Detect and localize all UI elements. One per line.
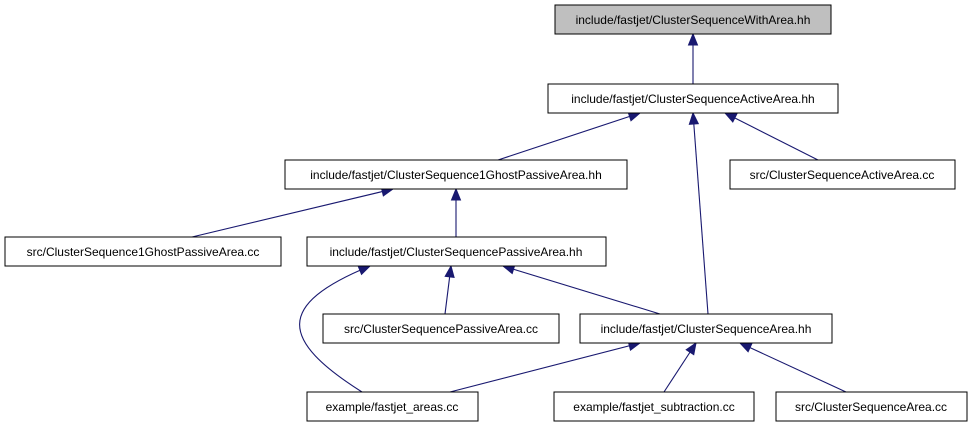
arrowhead-passive-cc-to-passive-hh — [444, 264, 455, 279]
node-label-fastjet-areas: example/fastjet_areas.cc — [326, 400, 459, 414]
edge-fastjet-areas-to-area-hh — [449, 342, 641, 393]
arrowhead-fastjet-areas-to-passive-hh — [357, 265, 372, 276]
edges-layer — [191, 32, 847, 393]
node-label-fastjet-subtraction: example/fastjet_subtraction.cc — [573, 400, 734, 414]
node-label-passive-cc: src/ClusterSequencePassiveArea.cc — [344, 322, 538, 336]
arrowhead-fastjet-subtraction-to-area-hh — [685, 341, 697, 356]
node-label-passive-hh: include/fastjet/ClusterSequencePassiveAr… — [330, 245, 583, 259]
node-label-with-area: include/fastjet/ClusterSequenceWithArea.… — [576, 13, 811, 27]
node-passive-cc[interactable]: src/ClusterSequencePassiveArea.cc — [322, 313, 560, 344]
node-ghost-passive-hh[interactable]: include/fastjet/ClusterSequence1GhostPas… — [284, 159, 628, 190]
node-label-active-area-cc: src/ClusterSequenceActiveArea.cc — [750, 168, 935, 182]
edge-ghost-passive-cc-to-ghost-passive-hh — [191, 188, 394, 238]
arrowhead-active-area-hh-to-with-area — [687, 32, 699, 46]
node-label-ghost-passive-hh: include/fastjet/ClusterSequence1GhostPas… — [310, 168, 602, 182]
node-label-area-hh: include/fastjet/ClusterSequenceArea.hh — [601, 322, 812, 336]
arrowhead-active-area-cc-to-active-area-hh — [723, 112, 738, 123]
arrowhead-passive-hh-to-ghost-passive-hh — [450, 187, 462, 201]
arrowhead-area-cc-to-area-hh — [738, 342, 753, 353]
arrowhead-area-hh-to-active-area-hh — [688, 111, 700, 125]
nodes-layer: include/fastjet/ClusterSequenceWithArea.… — [4, 4, 968, 422]
node-label-ghost-passive-cc: src/ClusterSequence1GhostPassiveArea.cc — [27, 245, 260, 259]
node-active-area-hh[interactable]: include/fastjet/ClusterSequenceActiveAre… — [547, 83, 839, 114]
node-area-cc[interactable]: src/ClusterSequenceArea.cc — [775, 391, 968, 422]
node-fastjet-areas[interactable]: example/fastjet_areas.cc — [306, 391, 479, 422]
node-label-active-area-hh: include/fastjet/ClusterSequenceActiveAre… — [571, 92, 814, 106]
edge-active-area-cc-to-active-area-hh — [724, 112, 819, 161]
node-fastjet-subtraction[interactable]: example/fastjet_subtraction.cc — [553, 391, 755, 422]
node-with-area[interactable]: include/fastjet/ClusterSequenceWithArea.… — [554, 4, 832, 35]
edge-fastjet-areas-to-passive-hh — [299, 265, 371, 393]
node-area-hh[interactable]: include/fastjet/ClusterSequenceArea.hh — [579, 313, 833, 344]
edge-area-hh-to-active-area-hh — [692, 112, 709, 315]
edge-area-cc-to-area-hh — [739, 342, 847, 393]
node-active-area-cc[interactable]: src/ClusterSequenceActiveArea.cc — [729, 159, 956, 190]
node-label-area-cc: src/ClusterSequenceArea.cc — [795, 400, 947, 414]
edge-ghost-passive-hh-to-active-area-hh — [497, 112, 641, 161]
node-passive-hh[interactable]: include/fastjet/ClusterSequencePassiveAr… — [306, 236, 607, 267]
node-ghost-passive-cc[interactable]: src/ClusterSequence1GhostPassiveArea.cc — [4, 236, 282, 267]
edge-area-hh-to-passive-hh — [502, 265, 661, 315]
